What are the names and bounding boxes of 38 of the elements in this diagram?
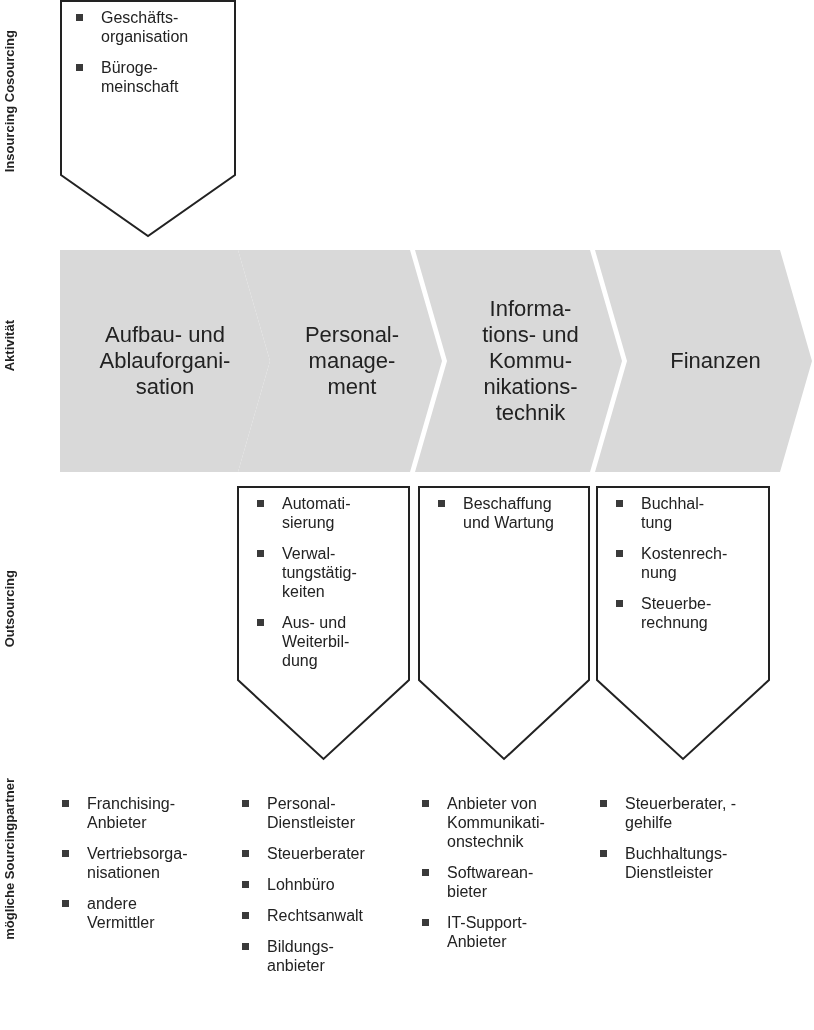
pentagon-box xyxy=(237,486,410,760)
list-item: Automati- sierung xyxy=(282,494,352,532)
row-label: mögliche Sourcingpartner xyxy=(2,778,17,940)
list-item: Beschaffung und Wartung xyxy=(463,494,555,532)
process-step-band xyxy=(595,250,812,472)
list-item: Anbieter von Kommunikati- onstechnik xyxy=(447,794,546,851)
list-item: Steuerberater, -gehilfe xyxy=(625,794,737,832)
pentagon-box xyxy=(60,0,236,237)
activity-label: Finanzen xyxy=(669,348,762,374)
list-item: Steuerberater xyxy=(267,844,366,863)
list-item: Steuerbe- rechnung xyxy=(641,594,713,632)
process-step-band xyxy=(415,250,622,472)
list-item: Bildungs- anbieter xyxy=(267,937,335,975)
list-item: Büroge- meinschaft xyxy=(101,58,180,96)
process-step-band xyxy=(238,250,442,472)
list-item: Rechtsanwalt xyxy=(267,906,365,925)
pentagon-box xyxy=(596,486,770,760)
activity-label: Informa- tions- und Kommu- nikations- technik xyxy=(481,296,580,426)
list-item: Personal- Dienstleister xyxy=(267,794,357,832)
row-label: Aktivität xyxy=(2,320,17,372)
list-item: Softwarean- bieter xyxy=(447,863,535,901)
list-item: Vertriebsorga- nisationen xyxy=(87,844,189,882)
list-item: andere Vermittler xyxy=(87,894,156,932)
list-item: Buchhal- tung xyxy=(641,494,706,532)
list-item: Kostenrech- nung xyxy=(641,544,729,582)
list-item: Franchising- Anbieter xyxy=(87,794,177,832)
pentagon-box xyxy=(418,486,590,760)
list-item: Buchhaltungs- Dienstleister xyxy=(625,844,729,882)
activity-label: Personal- manage- ment xyxy=(303,322,401,400)
row-label: Insourcing Cosourcing xyxy=(2,30,17,173)
row-label: Outsourcing xyxy=(2,570,17,648)
activity-label: Aufbau- und Ablauforgani- sation xyxy=(98,322,232,400)
list-item: Geschäfts- organisation xyxy=(101,8,190,46)
list-item: Lohnbüro xyxy=(267,875,336,894)
list-item: Verwal- tungstätig- keiten xyxy=(282,544,358,601)
list-item: IT-Support- Anbieter xyxy=(447,913,529,951)
process-step-band xyxy=(60,250,270,472)
list-item: Aus- und Weiterbil- dung xyxy=(282,613,351,670)
